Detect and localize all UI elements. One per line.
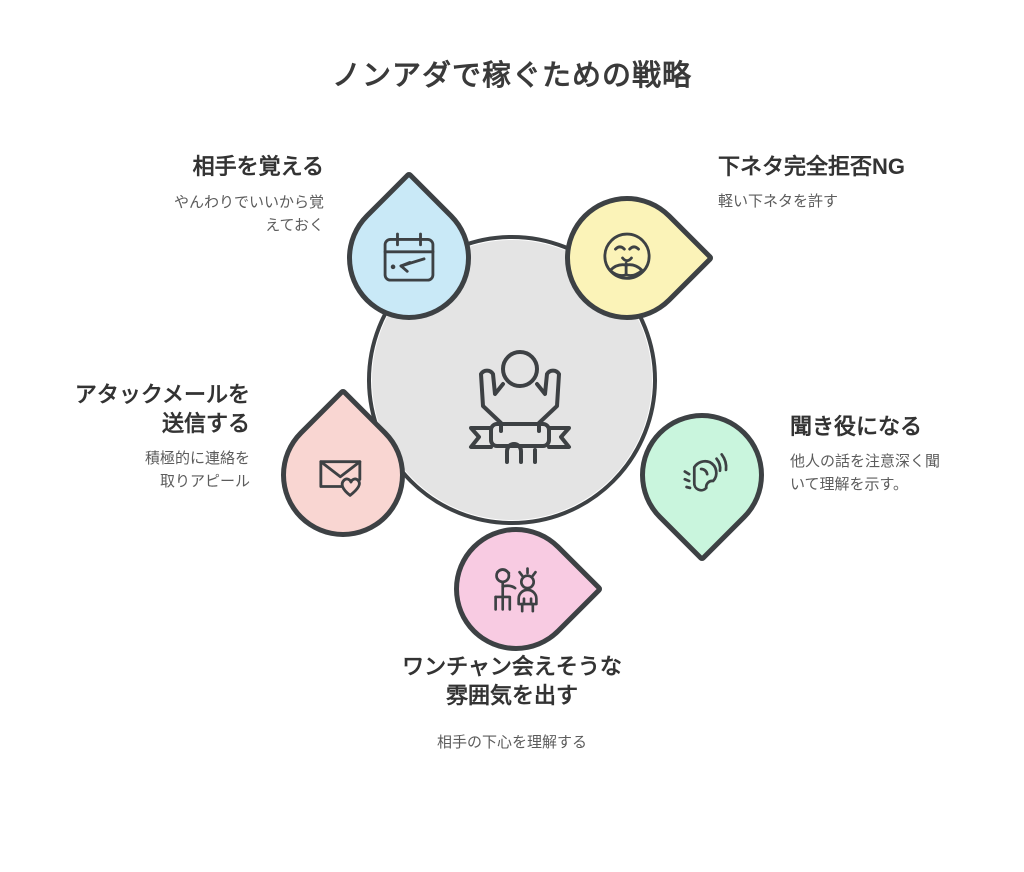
item-title: 下ネタ完全拒否NG — [718, 154, 906, 179]
mail-heart-icon — [312, 444, 374, 506]
pin-inner — [570, 201, 684, 315]
pin-remember-partner[interactable] — [321, 170, 497, 346]
label-no-adult-talk: 下ネタ完全拒否NG 軽い下ネタを許す — [718, 152, 970, 214]
label-attack-mail: アタックメールを 送信する 積極的に連絡を 取りアピール — [20, 380, 250, 493]
item-description: 軽い下ネタを許す — [718, 193, 839, 211]
ear-listening-icon — [672, 445, 732, 505]
center-disc-outline — [367, 235, 657, 525]
pin-inner — [286, 418, 400, 532]
two-people-talking-icon — [485, 558, 547, 620]
pin-meetable-vibe[interactable] — [428, 501, 604, 677]
pin-inner — [459, 532, 573, 646]
page-title: ノンアダで稼ぐための戦略 — [331, 60, 692, 92]
item-title: ワンチャン会えそうな 雰囲気を出す — [402, 654, 622, 709]
pin-inner — [352, 201, 466, 315]
pin-be-a-listener[interactable] — [614, 387, 790, 563]
item-description: やんわりでいいから覚 えておく — [173, 194, 324, 235]
item-description: 他人の話を注意深く聞 いて理解を示す。 — [790, 453, 941, 493]
item-title: 相手を覚える — [192, 154, 324, 179]
label-meetable-vibe: ワンチャン会えそうな 雰囲気を出す 相手の下心を理解する — [332, 652, 692, 755]
pin-attack-mail[interactable] — [255, 387, 431, 563]
label-remember-partner: 相手を覚える やんわりでいいから覚 えておく — [92, 152, 324, 238]
label-be-a-listener: 聞き役になる 他人の話を注意深く聞 いて理解を示す。 — [790, 412, 1002, 496]
person-celebrating-banner-icon — [455, 338, 585, 468]
calendar-arrow-icon — [378, 227, 440, 289]
item-description: 積極的に連絡を 取りアピール — [144, 450, 250, 490]
pin-inner — [645, 418, 759, 532]
item-title: アタックメールを 送信する — [74, 382, 250, 437]
smiling-face-reading-icon — [596, 227, 658, 289]
item-title: 聞き役になる — [790, 414, 923, 439]
item-description: 相手の下心を理解する — [436, 734, 587, 752]
pin-no-adult-talk[interactable] — [539, 170, 715, 346]
